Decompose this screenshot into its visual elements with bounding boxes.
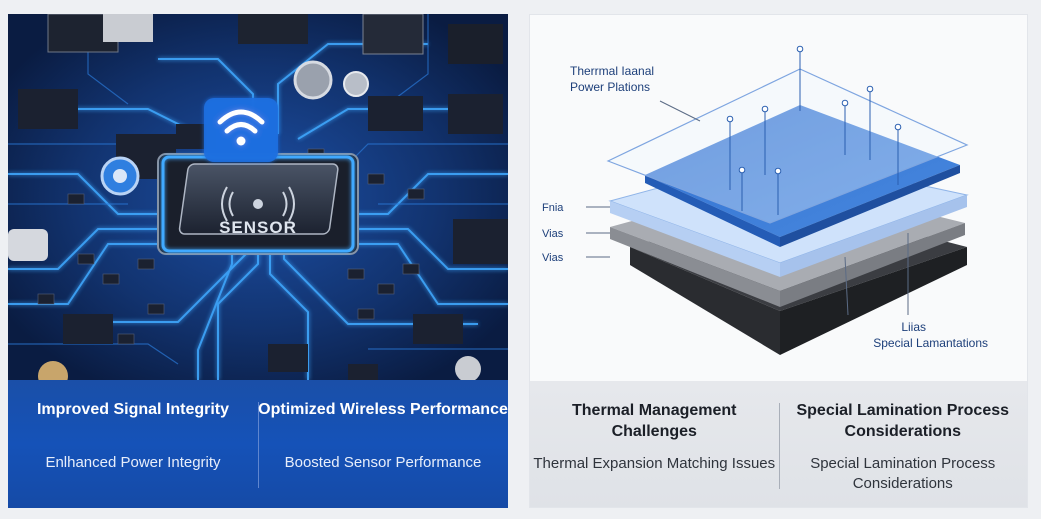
caption-subtext: Special Lamination Process Consideration…	[810, 455, 996, 492]
caption-subtext: Enlhanced Power Integrity	[45, 454, 221, 471]
wifi-icon	[204, 98, 278, 162]
pcb-illustration: SENSOR	[8, 14, 508, 380]
label-top-line2: Power Plations	[570, 80, 650, 94]
caption-divider	[258, 402, 259, 488]
label-layer2: Vias	[542, 228, 564, 240]
caption-heading: Optimized Wireless Performance	[258, 401, 508, 418]
left-caption-band: Improved Signal Integrity Enlhanced Powe…	[8, 380, 508, 508]
caption-wireless-performance: Optimized Wireless Performance Boosted S…	[258, 380, 508, 508]
label-bottom-line2: Special Lamantations	[873, 336, 988, 350]
caption-signal-integrity: Improved Signal Integrity Enlhanced Powe…	[8, 380, 258, 508]
layer-stack-panel: Therrmal Iaanal Power Plations Fnia Vias…	[529, 14, 1028, 508]
label-layer3: Vias	[542, 252, 564, 264]
sensor-waves-icon	[221, 186, 295, 222]
sensor-chip: SENSOR	[157, 153, 359, 255]
layer-stack-diagram: Therrmal Iaanal Power Plations Fnia Vias…	[542, 45, 988, 355]
caption-lamination-process: Special Lamination Process Consideration…	[779, 381, 1028, 507]
via-pins	[726, 45, 902, 215]
label-bottom-line1: Liias	[901, 320, 926, 334]
layer-blue	[645, 105, 960, 237]
caption-divider	[778, 403, 780, 489]
chip-label: SENSOR	[219, 218, 297, 237]
pcb-panel: SENSOR Improved Signal Integrity Enlhanc…	[8, 14, 508, 508]
caption-heading: Improved Signal Integrity	[36, 401, 230, 418]
right-caption-band: Thermal Management Challenges Thermal Ex…	[530, 381, 1028, 507]
label-layer1: Fnia	[542, 202, 564, 214]
layer-transparent-top	[606, 68, 969, 224]
label-top-line1: Therrmal Iaanal	[570, 64, 654, 78]
caption-thermal-management: Thermal Management Challenges Thermal Ex…	[530, 381, 779, 507]
caption-subtext: Thermal Expansion Matching Issues	[533, 455, 776, 472]
caption-heading: Special Lamination Process Consideration…	[796, 402, 1010, 440]
pcb-components	[8, 14, 508, 380]
caption-heading: Thermal Management Challenges	[572, 402, 737, 440]
caption-subtext: Boosted Sensor Performance	[284, 454, 482, 471]
